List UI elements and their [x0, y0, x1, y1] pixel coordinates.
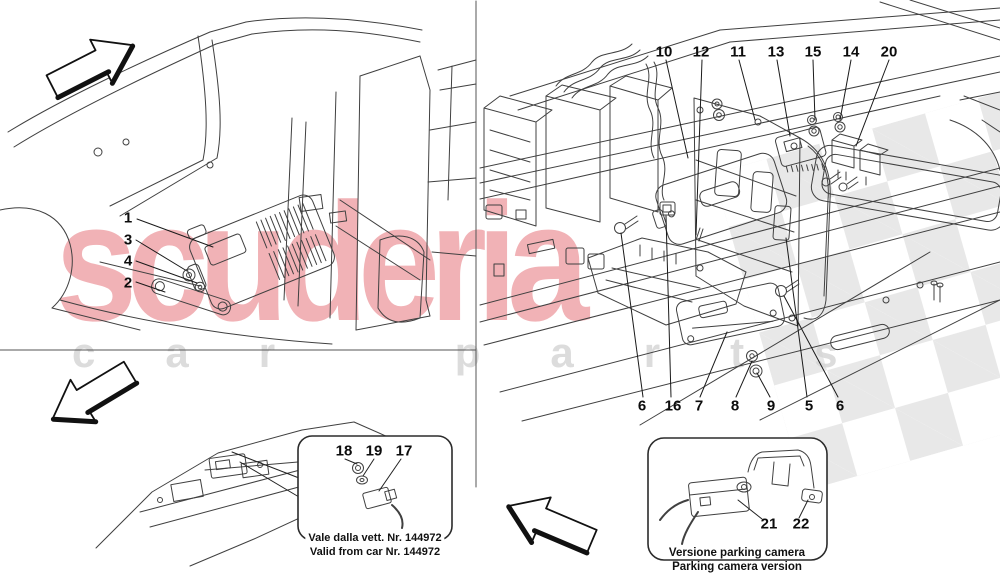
- callout-3: 3: [123, 231, 133, 249]
- callout-2: 2: [123, 274, 133, 292]
- callout-1: 1: [123, 209, 133, 227]
- callout-18: 18: [335, 442, 353, 460]
- valid-from-caption-en: Valid from car Nr. 144972: [306, 546, 444, 558]
- cabin-ecu-box: [186, 194, 335, 310]
- callout-19: 19: [365, 442, 383, 460]
- callout-9: 9: [766, 397, 776, 415]
- callout-12: 12: [692, 43, 710, 61]
- callout-8: 8: [730, 397, 740, 415]
- underbody-ecu-plate: [208, 453, 248, 479]
- small-ecu-module: [775, 126, 827, 173]
- direction-arrow-nw-icon: [506, 496, 598, 556]
- bolt-left: [614, 215, 639, 234]
- callout-14: 14: [842, 43, 860, 61]
- callout-5: 5: [804, 397, 814, 415]
- callout-16: 16: [664, 397, 682, 415]
- cabin-grommet-washer: [182, 268, 206, 293]
- panel-dividers: [0, 0, 477, 488]
- callout-22: 22: [792, 515, 810, 533]
- parking-caption-it: Versione parking camera: [665, 547, 809, 559]
- callout-4: 4: [123, 252, 133, 270]
- callout-21: 21: [760, 515, 778, 533]
- callout-7: 7: [694, 397, 704, 415]
- lower-bracket: [587, 201, 747, 326]
- direction-arrow-sw-icon: [50, 360, 140, 425]
- callout-20: 20: [880, 43, 898, 61]
- callout-6-right: 6: [835, 397, 845, 415]
- cabin-bracket: [151, 278, 232, 316]
- bracket-panel: [693, 97, 831, 327]
- callout-11: 11: [730, 43, 746, 61]
- relays: [821, 133, 889, 192]
- direction-arrow-ne-icon: [45, 38, 136, 101]
- leader-lines: [135, 59, 890, 398]
- callout-13: 13: [767, 43, 785, 61]
- cabin-view-drawing: [0, 17, 477, 345]
- callout-6-left: 6: [637, 397, 647, 415]
- callout-17: 17: [395, 442, 413, 460]
- deck-panel: [810, 144, 1000, 231]
- parking-caption-en: Parking camera version: [669, 561, 805, 573]
- valid-from-caption-it: Vale dalla vett. Nr. 144972: [305, 532, 445, 544]
- callout-15: 15: [804, 43, 822, 61]
- callout-10: 10: [655, 43, 673, 61]
- watermark-sub-text: car parts: [72, 329, 908, 376]
- parking-camera-inset-box: [647, 437, 828, 561]
- lower-ecu-box: [675, 282, 785, 346]
